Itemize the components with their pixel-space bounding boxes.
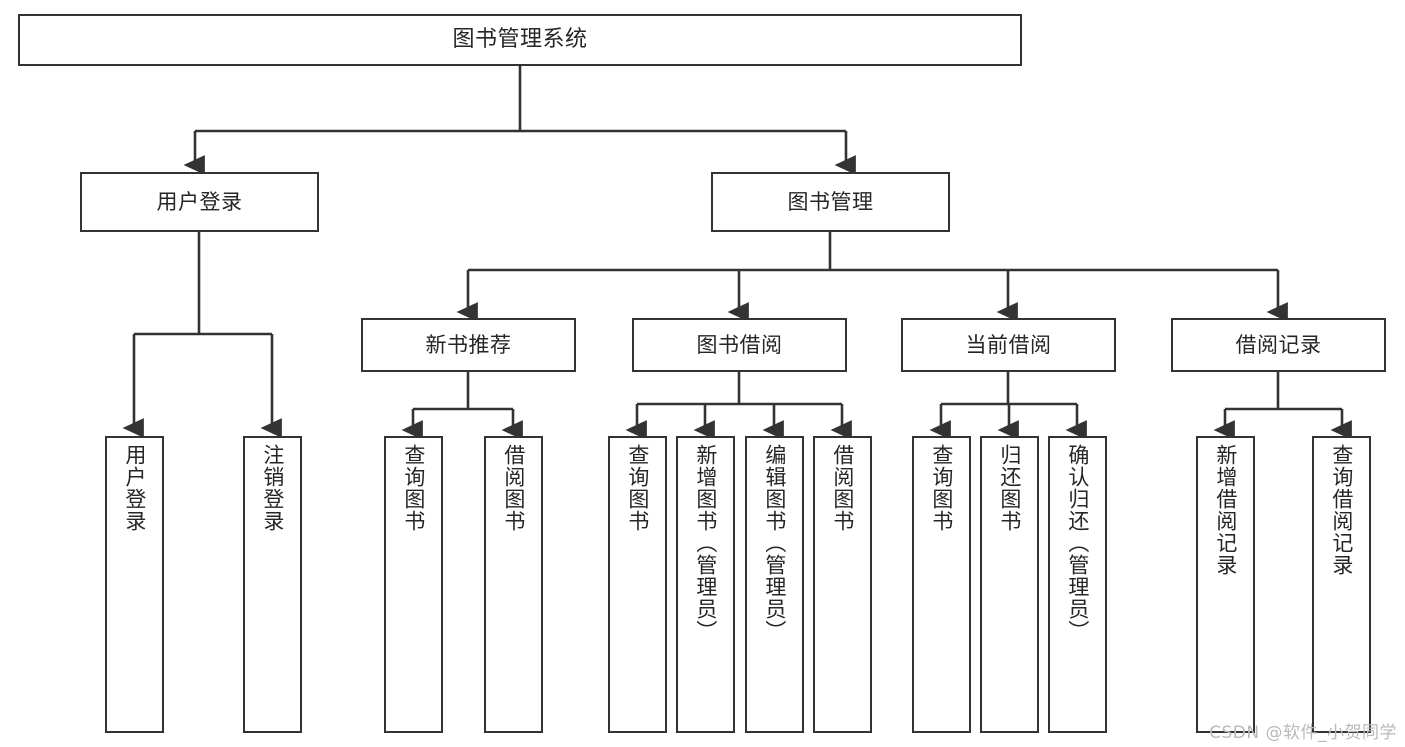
node-label: 图书管理: [787, 189, 874, 214]
node-label: 查询图书: [929, 444, 954, 532]
leaf-new-book-1[interactable]: 查询图书: [384, 436, 443, 733]
node-current-borrow[interactable]: 当前借阅: [901, 318, 1116, 372]
node-label: 新增图书（管理员）: [693, 444, 718, 642]
watermark-text: CSDN @软件_小贺同学: [1209, 723, 1397, 743]
node-label: 图书管理系统: [452, 27, 588, 53]
node-label: 确认归还（管理员）: [1065, 444, 1090, 642]
leaf-user-login-1[interactable]: 用户登录: [105, 436, 164, 733]
node-label: 查询借阅记录: [1329, 444, 1354, 576]
leaf-book-borrow-1[interactable]: 查询图书: [608, 436, 667, 733]
leaf-new-book-2[interactable]: 借阅图书: [484, 436, 543, 733]
node-label: 注销登录: [260, 444, 285, 532]
node-label: 借阅图书: [830, 444, 855, 532]
node-label: 用户登录: [122, 444, 147, 532]
leaf-user-login-2[interactable]: 注销登录: [243, 436, 302, 733]
node-label: 用户登录: [156, 189, 243, 214]
node-label: 借阅图书: [501, 444, 526, 532]
node-label: 借阅记录: [1235, 332, 1322, 357]
leaf-current-borrow-1[interactable]: 查询图书: [912, 436, 971, 733]
leaf-borrow-record-1[interactable]: 新增借阅记录: [1196, 436, 1255, 733]
leaf-book-borrow-2[interactable]: 新增图书（管理员）: [676, 436, 735, 733]
leaf-current-borrow-3[interactable]: 确认归还（管理员）: [1048, 436, 1107, 733]
node-user-login[interactable]: 用户登录: [80, 172, 319, 232]
node-label: 查询图书: [401, 444, 426, 532]
node-book-management[interactable]: 图书管理: [711, 172, 950, 232]
leaf-current-borrow-2[interactable]: 归还图书: [980, 436, 1039, 733]
node-label: 编辑图书（管理员）: [762, 444, 787, 642]
leaf-borrow-record-2[interactable]: 查询借阅记录: [1312, 436, 1371, 733]
node-label: 新增借阅记录: [1213, 444, 1238, 576]
node-root-system[interactable]: 图书管理系统: [18, 14, 1022, 66]
node-label: 当前借阅: [965, 332, 1052, 357]
leaf-book-borrow-4[interactable]: 借阅图书: [813, 436, 872, 733]
node-label: 新书推荐: [425, 332, 512, 357]
node-borrow-record[interactable]: 借阅记录: [1171, 318, 1386, 372]
node-new-book-recommend[interactable]: 新书推荐: [361, 318, 576, 372]
node-label: 图书借阅: [696, 332, 783, 357]
node-book-borrow[interactable]: 图书借阅: [632, 318, 847, 372]
node-label: 查询图书: [625, 444, 650, 532]
leaf-book-borrow-3[interactable]: 编辑图书（管理员）: [745, 436, 804, 733]
node-label: 归还图书: [997, 444, 1022, 532]
